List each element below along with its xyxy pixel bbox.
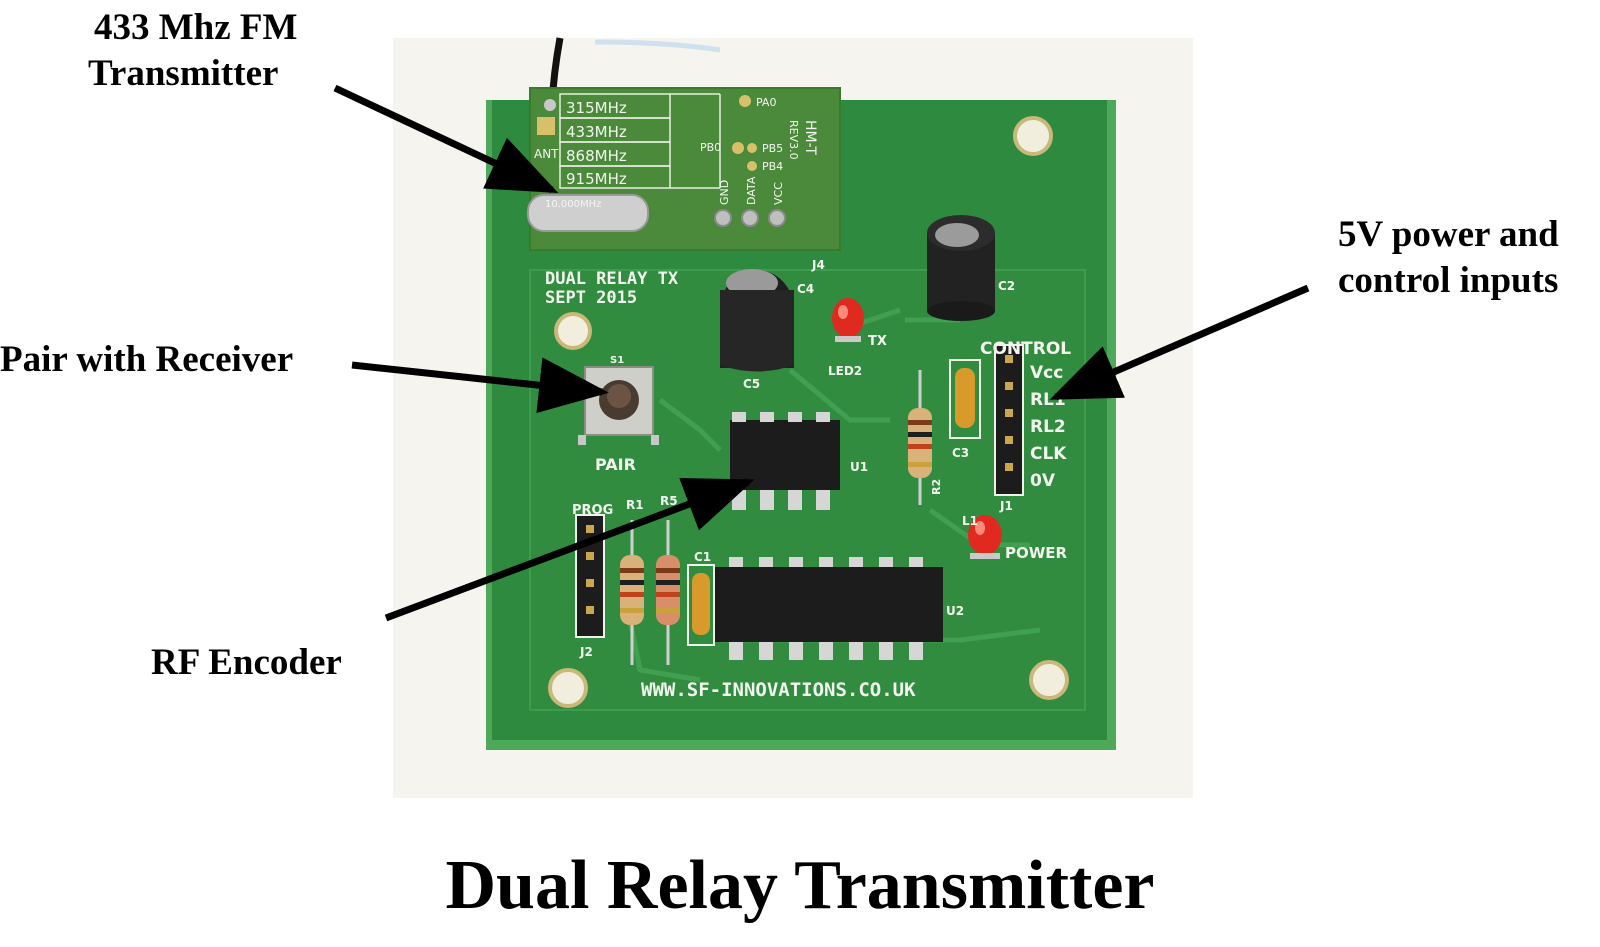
label-c2: C2 xyxy=(998,279,1015,293)
pad-pb5: PB5 xyxy=(762,142,783,155)
label-r5: R5 xyxy=(660,494,678,508)
label-pin-rl2: RL2 xyxy=(1030,417,1066,437)
freq-915: 915MHz xyxy=(566,170,627,188)
rf-module-pins xyxy=(714,209,786,227)
label-pair: PAIR xyxy=(595,455,636,474)
pad-pb4: PB4 xyxy=(762,160,783,173)
capacitor-c1 xyxy=(687,564,715,646)
label-u2: U2 xyxy=(946,604,964,618)
pin-vcc: VCC xyxy=(772,182,785,205)
resistor-r5 xyxy=(656,520,680,665)
control-header-j1 xyxy=(994,344,1024,496)
callout-pair: Pair with Receiver xyxy=(0,339,294,380)
callout-power-line2: control inputs xyxy=(1338,260,1559,301)
chip-u2 xyxy=(715,557,943,660)
label-c5: C5 xyxy=(743,377,760,391)
resistor-r1 xyxy=(620,520,644,665)
label-tx: TX xyxy=(868,334,887,349)
arrow-encoder xyxy=(384,477,755,622)
pin-data: DATA xyxy=(745,176,758,205)
freq-315: 315MHz xyxy=(566,99,627,117)
resistor-r2 xyxy=(908,370,932,505)
pair-button xyxy=(578,366,659,445)
pad-pa0: PA0 xyxy=(756,96,776,109)
label-c1: C1 xyxy=(694,550,711,564)
label-r2: R2 xyxy=(930,479,943,495)
label-s1: S1 xyxy=(610,355,624,366)
antenna-wire-blue xyxy=(594,39,721,53)
label-control: CONTROL xyxy=(980,339,1071,359)
label-c4: C4 xyxy=(797,282,814,296)
callout-transmitter-line1: 433 Mhz FM xyxy=(94,7,298,48)
label-pin-0v: 0V xyxy=(1030,471,1056,491)
label-u1: U1 xyxy=(850,460,868,474)
label-r1: R1 xyxy=(626,498,644,512)
callout-transmitter-line2: Transmitter xyxy=(88,53,279,94)
mounting-holes xyxy=(548,116,1069,708)
diagram-title: Dual Relay Transmitter xyxy=(445,847,1155,924)
capacitor-c2 xyxy=(927,215,995,321)
label-j2: J2 xyxy=(579,645,593,659)
label-prog: PROG xyxy=(572,503,613,518)
power-led xyxy=(968,515,1002,559)
label-pin-vcc: Vcc xyxy=(1030,363,1063,383)
module-model: HM-T xyxy=(802,120,818,155)
callout-arrows xyxy=(333,84,1310,622)
label-l1: L1 xyxy=(962,514,978,528)
arrow-pair xyxy=(351,357,609,414)
freq-433: 433MHz xyxy=(566,123,627,141)
freq-868: 868MHz xyxy=(566,147,627,165)
pin-gnd: GND xyxy=(718,180,731,205)
board-name-line1: DUAL RELAY TX xyxy=(545,269,679,289)
label-led2: LED2 xyxy=(828,364,862,378)
module-rev: REV3.0 xyxy=(787,120,800,160)
ant-pad xyxy=(537,117,555,135)
capacitor-c5 xyxy=(720,269,794,372)
board-website: WWW.SF-INNOVATIONS.CO.UK xyxy=(641,679,916,701)
capacitor-c3 xyxy=(949,359,981,439)
crystal xyxy=(527,194,649,232)
label-j1: J1 xyxy=(999,499,1013,513)
led2 xyxy=(832,298,864,342)
arrow-power xyxy=(1049,284,1310,401)
label-power: POWER xyxy=(1005,544,1068,562)
callout-encoder: RF Encoder xyxy=(151,642,342,683)
ant-label: ANT xyxy=(534,147,559,161)
callout-power-line1: 5V power and xyxy=(1338,214,1559,255)
label-pin-clk: CLK xyxy=(1030,444,1067,464)
crystal-label: 10.000MHz xyxy=(545,199,601,210)
label-j4: J4 xyxy=(811,258,825,272)
board-name-line2: SEPT 2015 xyxy=(545,288,637,308)
arrow-transmitter xyxy=(333,84,559,194)
pad-pb0: PB0 xyxy=(700,141,721,154)
label-c3: C3 xyxy=(952,446,969,460)
prog-header-j2 xyxy=(575,514,605,638)
rf-module: 315MHz 433MHz 868MHz 915MHz ANT PA0 PB0 … xyxy=(527,87,841,251)
